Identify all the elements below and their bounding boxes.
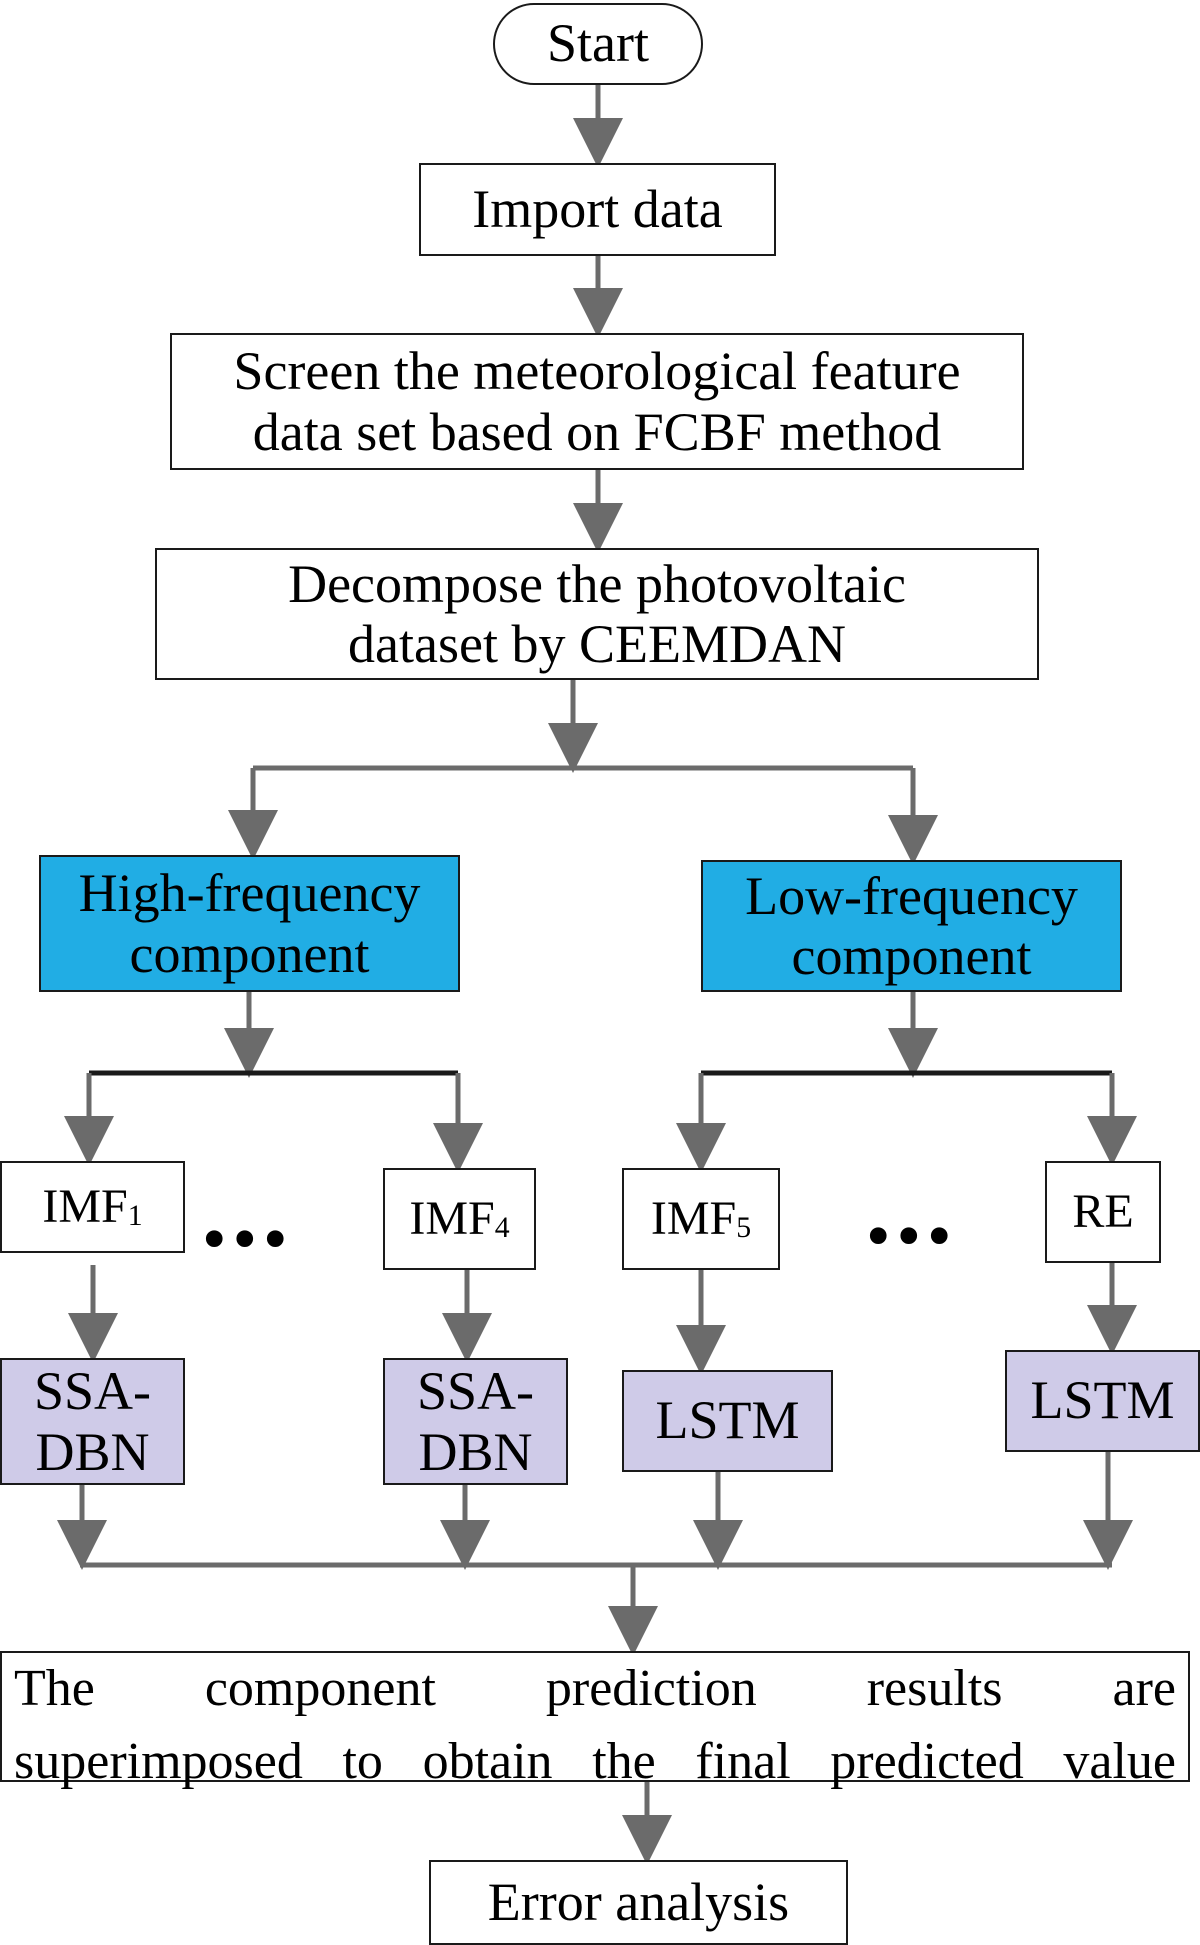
ssa-dbn-imf4-node: SSA- DBN: [383, 1358, 568, 1485]
high-frequency-node: High-frequency component: [39, 855, 460, 992]
error-analysis-label: Error analysis: [487, 1871, 790, 1932]
imf4-node: IMF4: [383, 1168, 536, 1270]
re-label: RE: [1072, 1184, 1134, 1238]
ssa-dbn-imf4-line-2: DBN: [418, 1421, 533, 1482]
error-analysis-node: Error analysis: [429, 1860, 848, 1945]
screen-line-1: Screen the meteorological feature: [233, 341, 961, 402]
low-line-1: Low-frequency: [745, 865, 1078, 926]
high-line-2: component: [129, 923, 370, 984]
imf5-label: IMF5: [651, 1190, 751, 1249]
imf1-label: IMF1: [42, 1178, 142, 1237]
decompose-node: Decompose the photovoltaic dataset by CE…: [155, 548, 1039, 680]
imf1-base: IMF: [42, 1179, 128, 1233]
imf5-subscript: 5: [736, 1211, 752, 1245]
decompose-line-1: Decompose the photovoltaic: [288, 553, 906, 614]
superimpose-line-1: The component prediction results are: [14, 1660, 1176, 1717]
lstm-imf5-node: LSTM: [622, 1370, 833, 1472]
imf4-label: IMF4: [409, 1190, 509, 1249]
lstm-re-label: LSTM: [1030, 1370, 1175, 1431]
low-line-2: component: [791, 926, 1032, 986]
superimpose-line-2: superimposed to obtain the final predict…: [14, 1732, 1176, 1790]
decompose-line-2: dataset by CEEMDAN: [348, 614, 846, 674]
ssa-dbn-imf1-node: SSA- DBN: [0, 1358, 185, 1485]
imf4-base: IMF: [409, 1191, 495, 1245]
start-node: Start: [493, 3, 703, 85]
imf5-base: IMF: [650, 1191, 737, 1245]
ssa-dbn-imf1-line-2: DBN: [35, 1421, 150, 1482]
lstm-re-node: LSTM: [1005, 1350, 1200, 1452]
import-data-node: Import data: [419, 163, 776, 256]
start-label: Start: [547, 13, 649, 74]
screen-line-2: data set based on FCBF method: [252, 401, 942, 462]
imf5-node: IMF5: [622, 1168, 780, 1270]
imf4-subscript: 4: [494, 1211, 510, 1245]
high-ellipsis: •••: [202, 1201, 294, 1278]
high-line-1: High-frequency: [78, 863, 421, 924]
screen-features-node: Screen the meteorological feature data s…: [170, 333, 1024, 470]
re-node: RE: [1045, 1161, 1161, 1263]
ssa-dbn-imf1-line-1: SSA-: [33, 1361, 152, 1422]
lstm-imf5-label: LSTM: [655, 1390, 800, 1451]
low-frequency-node: Low-frequency component: [701, 860, 1122, 992]
superimpose-node: The component prediction results are sup…: [0, 1651, 1190, 1790]
imf1-node: IMF1: [0, 1161, 185, 1253]
low-ellipsis: •••: [866, 1198, 958, 1275]
imf1-subscript: 1: [127, 1199, 143, 1233]
import-data-label: Import data: [472, 178, 723, 239]
ssa-dbn-imf4-line-1: SSA-: [416, 1361, 535, 1422]
